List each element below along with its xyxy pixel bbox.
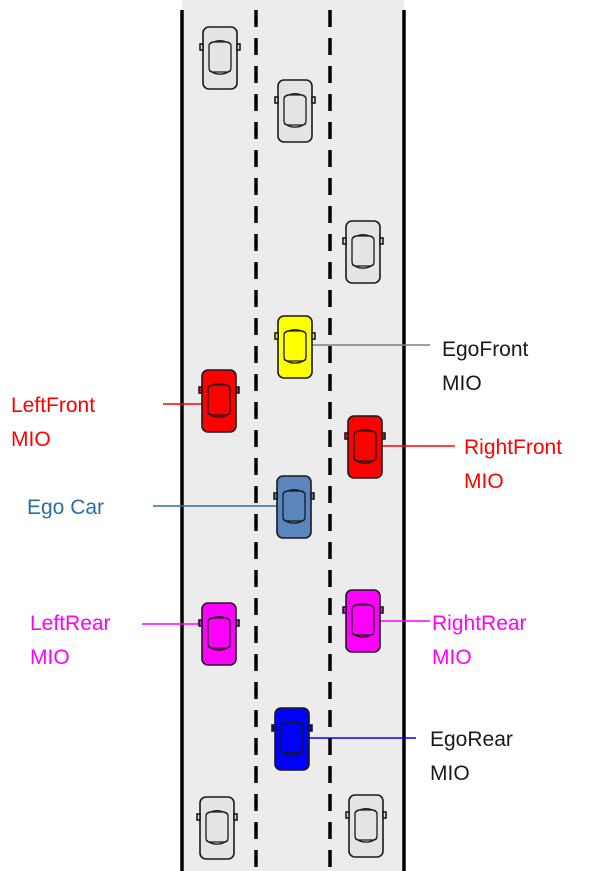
- traffic-car-4: [196, 796, 238, 860]
- label-right-rear-line2: MIO: [432, 646, 472, 669]
- left-front-mio-car: [198, 369, 240, 433]
- traffic-car-2: [274, 79, 316, 143]
- label-left-rear: LeftRear MIO: [30, 612, 116, 669]
- label-left-front-line1: LeftFront: [11, 394, 95, 417]
- label-right-front: RightFront MIO: [464, 436, 568, 493]
- label-right-front-line2: MIO: [464, 470, 504, 493]
- ego-car: [273, 475, 315, 539]
- label-right-rear-line1: RightRear: [432, 612, 527, 635]
- label-ego-front-line1: EgoFront: [442, 338, 529, 361]
- label-right-front-line1: RightFront: [464, 436, 562, 459]
- label-ego-rear: EgoRear MIO: [430, 728, 519, 785]
- right-front-mio-car: [344, 415, 386, 479]
- label-ego-rear-line2: MIO: [430, 762, 470, 785]
- label-left-front-line2: MIO: [11, 428, 51, 451]
- ego-front-mio-car: [274, 315, 316, 379]
- ego-rear-mio-car: [271, 707, 313, 771]
- label-left-rear-line2: MIO: [30, 646, 70, 669]
- label-ego-car-line1: Ego Car: [27, 496, 104, 519]
- traffic-car-1: [199, 26, 241, 90]
- label-ego-rear-line1: EgoRear: [430, 728, 513, 751]
- label-ego-front: EgoFront MIO: [442, 338, 534, 395]
- label-left-front: LeftFront MIO: [11, 394, 101, 451]
- traffic-car-3: [342, 220, 384, 284]
- label-left-rear-line1: LeftRear: [30, 612, 111, 635]
- label-ego-car: Ego Car: [27, 496, 104, 519]
- left-rear-mio-car: [198, 602, 240, 666]
- traffic-car-5: [345, 794, 387, 858]
- label-right-rear: RightRear MIO: [432, 612, 532, 669]
- right-rear-mio-car: [342, 589, 384, 653]
- label-ego-front-line2: MIO: [442, 372, 482, 395]
